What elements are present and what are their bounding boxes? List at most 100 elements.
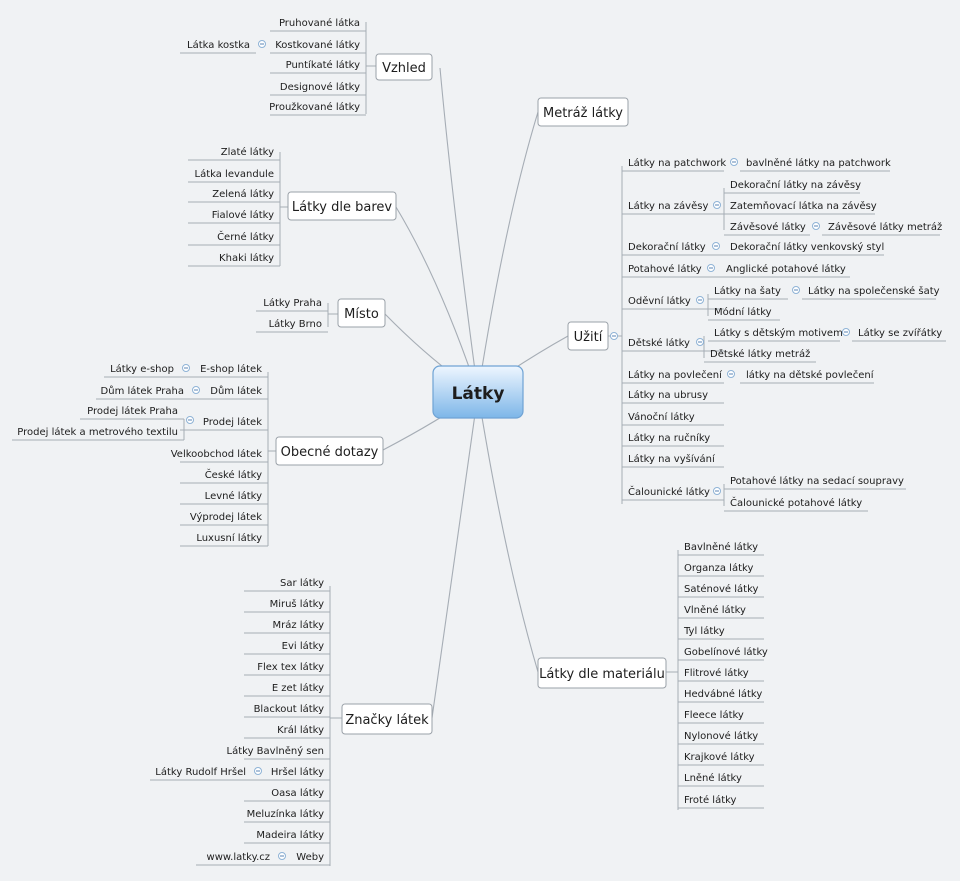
topic-node[interactable]: Dům látek Praha xyxy=(101,385,184,397)
collapse-icon[interactable] xyxy=(713,201,721,209)
topic-node[interactable]: Látky Bavlněný sen xyxy=(227,745,324,757)
topic-node[interactable]: Dětské látky metráž xyxy=(710,348,810,360)
collapse-icon[interactable] xyxy=(254,767,262,775)
collapse-icon[interactable] xyxy=(712,242,720,250)
topic-node[interactable]: Froté látky xyxy=(684,794,737,806)
topic-latky-dle-barev[interactable]: Látky dle barev xyxy=(287,191,397,221)
topic-node[interactable]: Dekorační látky venkovský styl xyxy=(730,241,884,253)
topic-node[interactable]: Látky se zvířátky xyxy=(858,327,942,339)
topic-node[interactable]: Prodej látek Praha xyxy=(87,405,178,417)
topic-node[interactable]: Meluzínka látky xyxy=(247,808,324,820)
topic-node[interactable]: Oasa látky xyxy=(271,787,324,799)
topic-node[interactable]: Saténové látky xyxy=(684,583,759,595)
topic-node[interactable]: Fialové látky xyxy=(212,209,274,221)
topic-node[interactable]: Potahové látky na sedací soupravy xyxy=(730,475,904,487)
topic-node[interactable]: Zatemňovací látka na závěsy xyxy=(730,200,877,212)
topic-node[interactable]: Fleece látky xyxy=(684,709,744,721)
topic-node[interactable]: Látky na ubrusy xyxy=(628,389,708,401)
topic-metraz-latky[interactable]: Metráž látky xyxy=(537,97,629,127)
topic-node[interactable]: Zelená látky xyxy=(212,188,274,200)
collapse-icon[interactable] xyxy=(258,40,266,48)
topic-node[interactable]: látky na dětské povlečení xyxy=(746,369,875,381)
collapse-icon[interactable] xyxy=(792,286,800,294)
topic-node[interactable]: Sar látky xyxy=(280,577,324,589)
topic-node[interactable]: Bavlněné látky xyxy=(684,541,758,553)
collapse-icon[interactable] xyxy=(727,370,735,378)
topic-node[interactable]: Závěsové látky metráž xyxy=(828,221,942,233)
collapse-icon[interactable] xyxy=(186,416,194,424)
topic-node[interactable]: E zet látky xyxy=(272,682,324,694)
topic-node[interactable]: Dětské látky xyxy=(628,337,690,349)
topic-uziti[interactable]: Užití xyxy=(567,321,609,351)
topic-node[interactable]: Látky e-shop xyxy=(110,363,174,375)
collapse-icon[interactable] xyxy=(182,364,190,372)
topic-node[interactable]: Dekorační látky xyxy=(628,241,706,253)
topic-node[interactable]: Látky Rudolf Hršel xyxy=(155,766,246,778)
topic-node[interactable]: Látky Praha xyxy=(263,297,322,309)
topic-node[interactable]: Závěsové látky xyxy=(730,221,806,233)
topic-obecne-dotazy[interactable]: Obecné dotazy xyxy=(275,436,384,466)
topic-node[interactable]: Módní látky xyxy=(714,306,772,318)
topic-node[interactable]: Potahové látky xyxy=(628,263,702,275)
topic-node[interactable]: Vánoční látky xyxy=(628,411,695,423)
topic-node[interactable]: Gobelínové látky xyxy=(684,646,768,658)
topic-node[interactable]: Čalounické potahové látky xyxy=(730,496,862,509)
collapse-icon[interactable] xyxy=(192,386,200,394)
topic-node[interactable]: Čalounické látky xyxy=(628,485,710,498)
central-topic[interactable]: Látky xyxy=(432,365,524,419)
topic-node[interactable]: Látky na povlečení xyxy=(628,369,723,381)
topic-latky-dle-materialu[interactable]: Látky dle materiálu xyxy=(537,657,667,689)
topic-node[interactable]: Flex tex látky xyxy=(257,661,324,673)
topic-node[interactable]: bavlněné látky na patchwork xyxy=(746,157,891,169)
topic-node[interactable]: Pruhované látka xyxy=(279,17,360,29)
topic-node[interactable]: Prodej látek a metrového textilu xyxy=(17,426,178,438)
topic-node[interactable]: Krajkové látky xyxy=(684,751,755,763)
topic-node[interactable]: Král látky xyxy=(277,724,324,736)
topic-node[interactable]: Černé látky xyxy=(217,230,274,243)
topic-node[interactable]: Flitrové látky xyxy=(684,667,749,679)
collapse-icon[interactable] xyxy=(842,328,850,336)
topic-node[interactable]: Hedvábné látky xyxy=(684,688,762,700)
topic-node[interactable]: www.latky.cz xyxy=(207,852,270,863)
topic-node[interactable]: Látky na patchwork xyxy=(628,157,726,169)
topic-node[interactable]: Organza látky xyxy=(684,562,753,574)
topic-node[interactable]: Dům látek xyxy=(210,385,262,397)
collapse-icon[interactable] xyxy=(713,487,721,495)
topic-node[interactable]: Látky na společenské šaty xyxy=(808,285,940,297)
topic-node[interactable]: Velkoobchod látek xyxy=(171,448,262,460)
topic-node[interactable]: Látka kostka xyxy=(187,39,250,51)
topic-node[interactable]: Miruš látky xyxy=(270,598,325,610)
topic-node[interactable]: České látky xyxy=(205,468,262,481)
topic-node[interactable]: Anglické potahové látky xyxy=(726,263,846,275)
topic-node[interactable]: Výprodej látek xyxy=(190,511,262,523)
topic-node[interactable]: Látky na vyšívání xyxy=(628,453,716,465)
collapse-icon[interactable] xyxy=(812,222,820,230)
topic-node[interactable]: Vlněné látky xyxy=(684,604,746,616)
collapse-icon[interactable] xyxy=(278,852,286,860)
topic-node[interactable]: Designové látky xyxy=(280,81,360,93)
topic-node[interactable]: Látka levandule xyxy=(195,168,274,180)
topic-misto[interactable]: Místo xyxy=(337,298,386,328)
topic-node[interactable]: Madeira látky xyxy=(256,829,324,841)
collapse-icon[interactable] xyxy=(610,332,618,340)
topic-node[interactable]: Oděvní látky xyxy=(628,295,691,307)
topic-node[interactable]: Proužkované látky xyxy=(269,101,360,113)
collapse-icon[interactable] xyxy=(696,338,704,346)
topic-node[interactable]: Látky Brno xyxy=(269,318,322,330)
topic-vzhled[interactable]: Vzhled xyxy=(375,53,433,81)
topic-node[interactable]: Blackout látky xyxy=(254,703,325,715)
topic-node[interactable]: Luxusní látky xyxy=(196,532,262,544)
collapse-icon[interactable] xyxy=(730,158,738,166)
topic-node[interactable]: Levné látky xyxy=(205,490,262,502)
topic-node[interactable]: Kostkované látky xyxy=(275,39,360,51)
topic-node[interactable]: Evi látky xyxy=(282,640,324,652)
topic-node[interactable]: Dekorační látky na závěsy xyxy=(730,179,861,191)
topic-node[interactable]: Weby xyxy=(296,852,324,863)
topic-node[interactable]: Látky na šaty xyxy=(714,285,781,297)
collapse-icon[interactable] xyxy=(707,264,715,272)
topic-node[interactable]: Tyl látky xyxy=(683,625,725,637)
topic-node[interactable]: Hršel látky xyxy=(271,766,324,778)
topic-node[interactable]: Nylonové látky xyxy=(684,730,758,742)
topic-node[interactable]: Lněné látky xyxy=(684,772,742,784)
topic-node[interactable]: Látky s dětským motivem xyxy=(714,327,843,339)
